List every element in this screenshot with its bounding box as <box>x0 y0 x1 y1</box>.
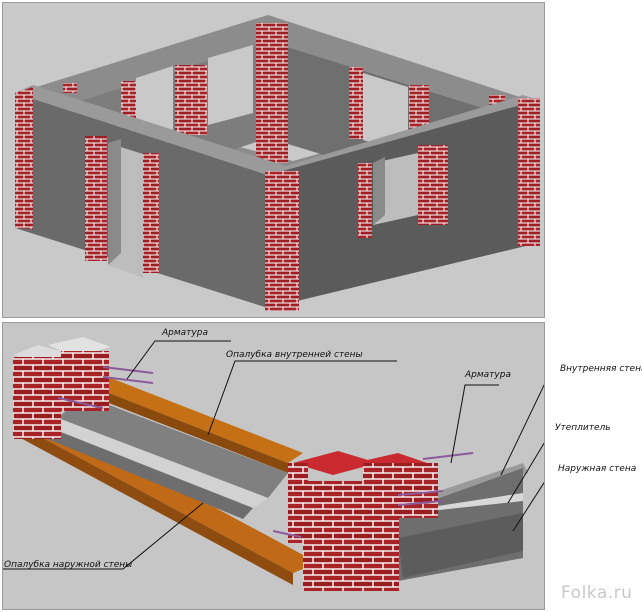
front-right-wall-top <box>268 95 538 175</box>
door-right-brick-column <box>143 153 159 273</box>
watermark-logo: Folka.ru <box>561 583 633 603</box>
back-right-corner-column <box>489 95 505 105</box>
left-corner-brick-column <box>15 87 33 229</box>
label-rebar-right: Арматура <box>465 370 511 380</box>
door-left-brick-column <box>85 136 107 261</box>
leader-rebar-right <box>450 384 499 464</box>
back-brick-column-2 <box>175 65 207 135</box>
rebar-bar <box>102 366 154 374</box>
right-outer-wall <box>398 513 523 578</box>
rebar-bar <box>422 452 474 460</box>
rebar-bar <box>397 500 444 506</box>
rebar-bars <box>57 366 474 538</box>
label-inner-formwork: Опалубка внутренней стены <box>226 350 363 360</box>
left-brick-pillar-top <box>13 345 68 365</box>
bottom-wall-section-panel <box>2 322 545 610</box>
inner-formwork-board <box>83 375 303 463</box>
right-corner-brick-column <box>518 98 540 246</box>
leader-inner-wall <box>500 384 544 476</box>
wall-section-illustration <box>3 337 544 591</box>
concrete-outer-layer <box>33 425 253 519</box>
leader-outer-wall <box>512 481 544 532</box>
concrete-inner-layer <box>58 395 288 498</box>
right-pillar-side <box>288 463 308 543</box>
back-brick-column-3 <box>349 67 363 139</box>
window-inner-side <box>373 157 385 225</box>
label-outer-wall: Наружная стена <box>558 464 637 474</box>
rebar-bar <box>397 490 444 496</box>
inner-formwork-face <box>83 383 288 473</box>
door-inner-side <box>108 139 121 265</box>
insulation-layer <box>43 418 268 508</box>
back-corner-column <box>256 23 288 163</box>
rebar-bar <box>57 397 104 409</box>
right-pillar-back <box>363 463 438 518</box>
left-brick-pillar-side <box>61 351 109 411</box>
window-right-brick-column <box>418 145 448 225</box>
label-insulation: Утеплитель <box>555 423 611 433</box>
label-rebar-left: Арматура <box>162 328 208 338</box>
rebar-bar <box>272 530 302 538</box>
leader-outer-formwork <box>3 502 204 570</box>
outer-formwork-face <box>15 423 293 585</box>
top-house-render-panel <box>2 2 545 318</box>
label-outer-formwork: Опалубка наружной стены <box>4 560 133 570</box>
leader-lines <box>3 340 544 570</box>
house-walls-illustration <box>15 15 540 311</box>
rebar-bar <box>102 376 154 384</box>
label-inner-wall: Внутренняя стена <box>560 364 642 374</box>
leader-inner-formwork <box>207 360 397 436</box>
left-brick-pillar-front <box>13 357 61 439</box>
back-window-2 <box>208 45 253 125</box>
back-left-corner-column <box>63 83 77 93</box>
right-pillar-top <box>293 451 378 475</box>
front-corner-brick-column <box>265 171 299 311</box>
leader-insulation <box>507 442 544 504</box>
window-left-brick-column <box>358 163 372 238</box>
leader-rebar-left <box>126 340 231 380</box>
front-left-wall-top <box>15 85 286 175</box>
